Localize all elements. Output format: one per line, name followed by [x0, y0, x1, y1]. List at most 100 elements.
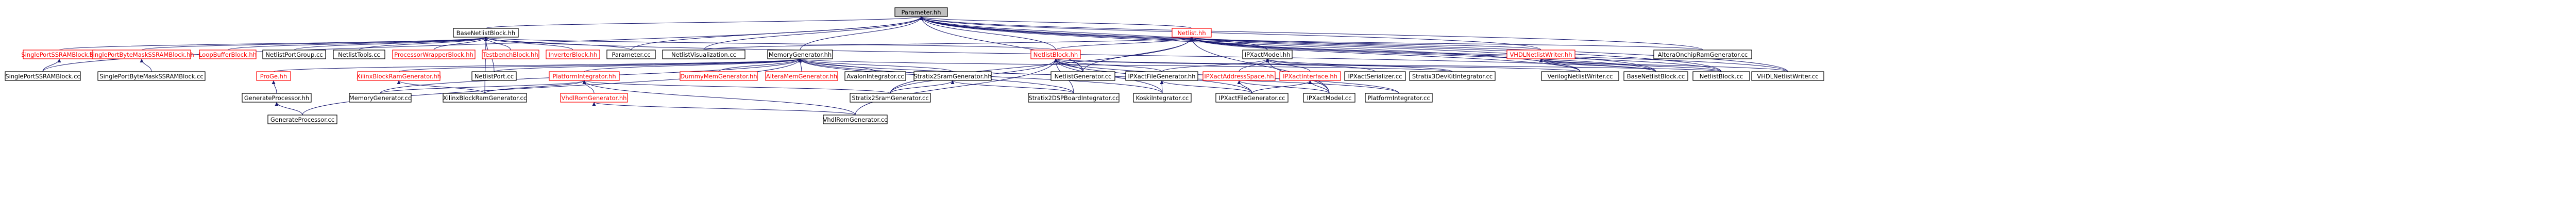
node-vrom_cc[interactable]: VhdlRomGenerator.cc — [823, 115, 888, 124]
node-xinx_cc[interactable]: XilinxBlockRamGenerator.cc — [443, 93, 527, 103]
node-label: IPXactModel.hh — [1245, 51, 1291, 58]
node-ipxm_cc[interactable]: IPXactModel.cc — [1303, 93, 1355, 103]
node-pint_cc[interactable]: PlatformIntegrator.cc — [1365, 93, 1433, 103]
node-vrom_h[interactable]: VhdlRomGenerator.hh — [560, 93, 628, 103]
node-box — [333, 50, 385, 59]
node-nblock_cc[interactable]: NetlistBlock.cc — [1692, 71, 1750, 81]
node-pwb[interactable]: ProcessorWrapperBlock.hh — [392, 50, 476, 59]
node-altmem[interactable]: AlteraMemGenerator.hh — [765, 71, 838, 81]
node-label: NetlistBlock.hh — [1033, 51, 1078, 58]
node-vhdlw[interactable]: VHDLNetlistWriter.hh — [1506, 50, 1575, 59]
node-koski[interactable]: KoskiIntegrator.cc — [1133, 93, 1192, 103]
node-label: GenerateProcessor.hh — [244, 94, 309, 102]
edge-xinx_cc-includes-pint_h — [484, 80, 586, 94]
node-stratix_h[interactable]: Stratix2SramGenerator.hh — [913, 71, 992, 81]
node-box — [199, 50, 257, 59]
node-xinx_h[interactable]: XilinxBlockRamGenerator.hh — [357, 71, 441, 81]
edge-s3dev-includes-ipxm — [1265, 58, 1453, 72]
node-ipxm[interactable]: IPXactModel.hh — [1242, 50, 1293, 59]
edge-nblock_cc-includes-vhdlw — [1539, 58, 1722, 72]
node-box — [482, 50, 539, 59]
node-label: KoskiIntegrator.cc — [1136, 94, 1189, 102]
node-ngen[interactable]: NetlistGenerator.cc — [1050, 71, 1115, 81]
edge-pwb-includes-bnb — [433, 37, 488, 51]
node-ipxfg_h[interactable]: IPXactFileGenerator.hh — [1125, 71, 1198, 81]
node-box — [844, 71, 906, 81]
node-box — [894, 7, 948, 17]
node-nviz[interactable]: NetlistVisualization.cc — [662, 50, 745, 59]
edge-stratix_h-includes-memgen — [798, 58, 953, 72]
node-genproc_cc[interactable]: GenerateProcessor.cc — [267, 115, 337, 124]
node-label: IPXactFileGenerator.cc — [1219, 94, 1285, 102]
edge-s2dsp-includes-stratix_h — [951, 80, 1074, 94]
node-label: BaseNetlistBlock.cc — [1627, 73, 1685, 80]
edge-npg-includes-bnb — [294, 37, 488, 51]
node-param_cc[interactable]: Parameter.cc — [606, 50, 656, 59]
node-stratix_cc[interactable]: Stratix2SramGenerator.cc — [850, 93, 931, 103]
node-sp_ssram_h[interactable]: SinglePortSSRAMBlock.hh — [21, 50, 97, 59]
node-ipxif[interactable]: IPXactInterface.hh — [1279, 71, 1341, 81]
node-memgen[interactable]: MemoryGenerator.hh — [767, 50, 833, 59]
node-label: IPXactAddressSpace.hh — [1204, 73, 1274, 80]
node-vlog[interactable]: VerilogNetlistWriter.cc — [1541, 71, 1619, 81]
node-vhdlw_cc[interactable]: VHDLNetlistWriter.cc — [1751, 71, 1824, 81]
node-bnb_cc[interactable]: BaseNetlistBlock.cc — [1623, 71, 1688, 81]
edge-ipxm_cc-includes-ipxif — [1308, 80, 1330, 94]
node-avalon[interactable]: AvalonIntegrator.cc — [844, 71, 906, 81]
edge-ipxfg_cc-includes-ipxfg_h — [1160, 80, 1252, 94]
node-tbb[interactable]: TestbenchBlock.hh — [482, 50, 539, 59]
node-label: AlteraOnchipRamGenerator.cc — [1658, 51, 1748, 58]
node-box — [680, 71, 758, 81]
edge-lbb-includes-bnb — [227, 37, 488, 51]
edge-nblock_cc-includes-nb_hh — [1190, 37, 1722, 72]
node-box — [549, 71, 620, 81]
node-box — [267, 115, 337, 124]
edge-spbm_h-includes-bnb — [141, 37, 488, 51]
node-spbm_cc[interactable]: SinglePortByteMaskSSRAMBlock.cc — [97, 71, 206, 81]
node-progen[interactable]: ProGe.hh — [256, 71, 291, 81]
node-label: XilinxBlockRamGenerator.hh — [357, 73, 441, 80]
node-s2dsp[interactable]: Stratix2DSPBoardIntegrator.cc — [1028, 93, 1120, 103]
edge-nviz-includes-nb_hh — [703, 37, 1193, 51]
edge-s3dev-includes-memgen — [799, 58, 1453, 72]
node-genproc_h[interactable]: GenerateProcessor.hh — [242, 93, 312, 103]
node-box — [471, 71, 517, 81]
node-box — [1030, 50, 1081, 59]
node-box — [1751, 71, 1824, 81]
node-bnb[interactable]: BaseNetlistBlock.hh — [453, 28, 519, 38]
node-nblock_hh[interactable]: NetlistBlock.hh — [1030, 50, 1081, 59]
edge-vlog-includes-nb_hh — [1190, 37, 1581, 72]
edge-vhdlw-includes-nb_hh — [1190, 37, 1541, 51]
node-nport[interactable]: NetlistPort.cc — [471, 71, 517, 81]
edge-genproc_cc-includes-genproc_h — [275, 102, 303, 116]
node-ntools[interactable]: NetlistTools.cc — [333, 50, 385, 59]
node-nb_hh[interactable]: Netlist.hh — [1172, 28, 1212, 38]
node-label: ProGe.hh — [260, 73, 287, 80]
node-label: VHDLNetlistWriter.hh — [1510, 51, 1572, 58]
node-sp_ssram_cc[interactable]: SinglePortSSRAMBlock.cc — [5, 71, 81, 81]
node-pint_h[interactable]: PlatformIntegrator.hh — [549, 71, 620, 81]
node-root[interactable]: Parameter.hh — [894, 7, 948, 17]
edge-bnb_cc-includes-vhdlw — [1539, 58, 1656, 72]
node-npg[interactable]: NetlistPortGroup.cc — [262, 50, 326, 59]
node-ipxas[interactable]: IPXactAddressSpace.hh — [1202, 71, 1276, 81]
node-altera_rom[interactable]: AlteraOnchipRamGenerator.cc — [1653, 50, 1752, 59]
node-inv[interactable]: InverterBlock.hh — [546, 50, 600, 59]
edge-vhdlw-includes-root — [919, 16, 1541, 51]
edge-xinx_h-includes-memgen — [398, 58, 802, 72]
node-box — [443, 93, 527, 103]
node-box — [1242, 50, 1293, 59]
node-label: SinglePortSSRAMBlock.hh — [21, 51, 97, 58]
node-spbm_h[interactable]: SinglePortByteMaskSSRAMBlock.hh — [89, 50, 194, 59]
node-ipxfg_cc[interactable]: IPXactFileGenerator.cc — [1215, 93, 1289, 103]
node-memgen_cc[interactable]: MemoryGenerator.cc — [349, 93, 412, 103]
node-label: VHDLNetlistWriter.cc — [1757, 73, 1818, 80]
node-dummy[interactable]: DummyMemGenerator.hh — [680, 71, 758, 81]
node-label: VhdlRomGenerator.cc — [823, 116, 887, 123]
node-lbb[interactable]: LoopBufferBlock.hh — [199, 50, 257, 59]
node-s3dev[interactable]: Stratix3DevKitIntegrator.cc — [1409, 71, 1496, 81]
dependency-edges — [42, 16, 1788, 116]
edge-vhdlw_cc-includes-nb_hh — [1190, 37, 1788, 72]
node-ipxser[interactable]: IPXactSerializer.cc — [1344, 71, 1406, 81]
